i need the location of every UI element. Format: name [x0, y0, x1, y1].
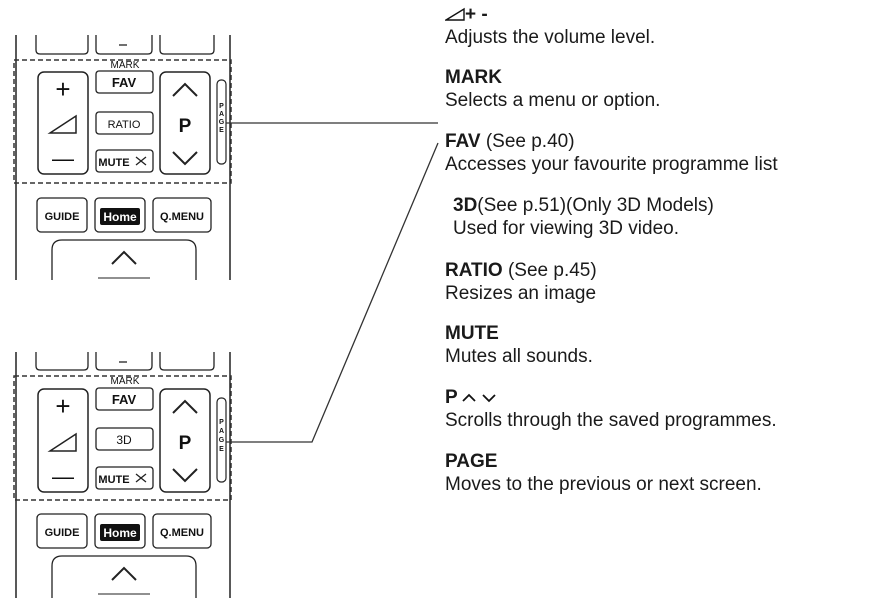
- entry-fav: FAV (See p.40) Accesses your favourite p…: [445, 130, 778, 176]
- mute-icon: [135, 473, 147, 483]
- volume-rocker[interactable]: [37, 388, 89, 493]
- program-label: P: [179, 116, 192, 137]
- entry-fav-title: FAV: [445, 131, 481, 152]
- guide-button[interactable]: [36, 513, 88, 549]
- guide-button-label: GUIDE: [45, 211, 80, 223]
- volume-minus-symbol: —: [52, 146, 74, 171]
- page-letter: G: [219, 119, 225, 126]
- highlight-box: [13, 375, 232, 501]
- page-letter: G: [219, 437, 225, 444]
- mute-button[interactable]: [95, 149, 154, 173]
- page-letter: P: [219, 103, 224, 110]
- mute-icon: [135, 156, 147, 166]
- ratio-button-label: RATIO: [108, 119, 141, 131]
- page-letter: A: [219, 428, 224, 435]
- nav-up-icon: [111, 566, 137, 581]
- ratio-button[interactable]: [95, 111, 154, 135]
- callout-line-bottom: [226, 142, 439, 443]
- entry-page-title: PAGE: [445, 451, 498, 472]
- entry-page-text: Moves to the previous or next screen.: [445, 474, 762, 495]
- mark-label: MARK: [111, 60, 140, 71]
- callout-lines: [226, 122, 439, 443]
- qmenu-button[interactable]: [152, 513, 212, 549]
- entry-page: PAGE Moves to the previous or next scree…: [445, 450, 762, 496]
- page-letter: P: [219, 419, 224, 426]
- volume-rocker[interactable]: [37, 71, 89, 175]
- qmenu-button-label: Q.MENU: [160, 211, 204, 223]
- entry-volume: + - Adjusts the volume level.: [443, 3, 656, 49]
- guide-button-label: GUIDE: [45, 527, 80, 539]
- page-letter: A: [219, 111, 224, 118]
- guide-button[interactable]: [36, 197, 88, 233]
- entry-mark: MARK Selects a menu or option.: [445, 66, 660, 112]
- entry-volume-text: Adjusts the volume level.: [445, 27, 656, 48]
- program-label: P: [179, 433, 192, 454]
- entry-ratio-text: Resizes an image: [445, 283, 597, 304]
- entry-fav-ref: (See p.40): [480, 131, 575, 152]
- entry-ratio-ref: (See p.45): [502, 260, 597, 281]
- 3d-button-label: 3D: [116, 433, 132, 447]
- program-down-icon: [172, 468, 198, 483]
- volume-icon: [443, 7, 465, 21]
- entry-mute-title: MUTE: [445, 323, 499, 344]
- entry-volume-title: + -: [443, 3, 655, 26]
- remote-top: + — MARK FAV RATIO MUTE P P A G E GUIDE: [13, 35, 232, 280]
- volume-plus-symbol: +: [55, 74, 70, 104]
- page-letter: E: [219, 446, 224, 453]
- home-button-label: Home: [103, 210, 137, 224]
- page-rocker[interactable]: [216, 397, 227, 483]
- page-letter: E: [219, 127, 224, 134]
- home-badge: [100, 524, 140, 541]
- entry-mute-text: Mutes all sounds.: [445, 346, 593, 367]
- fav-button[interactable]: [95, 387, 154, 411]
- mark-label: MARK: [111, 376, 140, 387]
- entry-ratio-title: RATIO: [445, 260, 503, 281]
- volume-plus-symbol: +: [55, 391, 70, 421]
- fav-button[interactable]: [95, 70, 154, 94]
- volume-icon: [47, 432, 77, 452]
- entry-3d-text: Used for viewing 3D video.: [453, 218, 679, 239]
- entry-3d-title: 3D: [453, 195, 478, 216]
- program-rocker[interactable]: [159, 71, 211, 175]
- nav-up-icon: [111, 250, 137, 265]
- nav-ring: [51, 555, 197, 598]
- mute-button[interactable]: [95, 466, 154, 490]
- home-badge: [100, 208, 140, 225]
- highlight-box: [13, 59, 232, 184]
- nav-ring: [51, 239, 197, 280]
- program-down-icon: [172, 151, 198, 166]
- home-button-label: Home: [103, 526, 137, 540]
- remote-bottom: + — MARK FAV 3D MUTE P P A G E GUIDE Hom…: [13, 352, 232, 598]
- fav-button-label: FAV: [112, 392, 137, 407]
- program-up-icon: [172, 399, 198, 414]
- page-rocker[interactable]: [216, 79, 227, 165]
- volume-minus-symbol: —: [52, 464, 74, 489]
- volume-icon: [47, 114, 77, 134]
- program-rocker[interactable]: [159, 388, 211, 493]
- entry-mark-title: MARK: [445, 67, 502, 88]
- entry-prog-title: P: [445, 387, 458, 408]
- entry-fav-text: Accesses your favourite programme list: [445, 154, 778, 175]
- mute-button-label: MUTE: [98, 157, 129, 169]
- entry-mark-text: Selects a menu or option.: [445, 90, 661, 111]
- qmenu-button[interactable]: [152, 197, 212, 233]
- up-down-chevron-icon: [462, 393, 496, 403]
- entry-prog: P Scrolls through the saved programmes.: [445, 386, 777, 432]
- entry-3d: 3D(See p.51)(Only 3D Models) Used for vi…: [453, 194, 714, 240]
- mute-button-label: MUTE: [98, 474, 129, 486]
- program-up-icon: [172, 82, 198, 97]
- fav-button-label: FAV: [112, 75, 137, 90]
- entry-ratio: RATIO (See p.45) Resizes an image: [445, 259, 597, 305]
- entry-3d-ref: (See p.51)(Only 3D Models): [477, 195, 714, 216]
- 3d-button[interactable]: [95, 427, 154, 451]
- entry-prog-text: Scrolls through the saved programmes.: [445, 410, 777, 431]
- qmenu-button-label: Q.MENU: [160, 527, 204, 539]
- entry-mute: MUTE Mutes all sounds.: [445, 322, 593, 368]
